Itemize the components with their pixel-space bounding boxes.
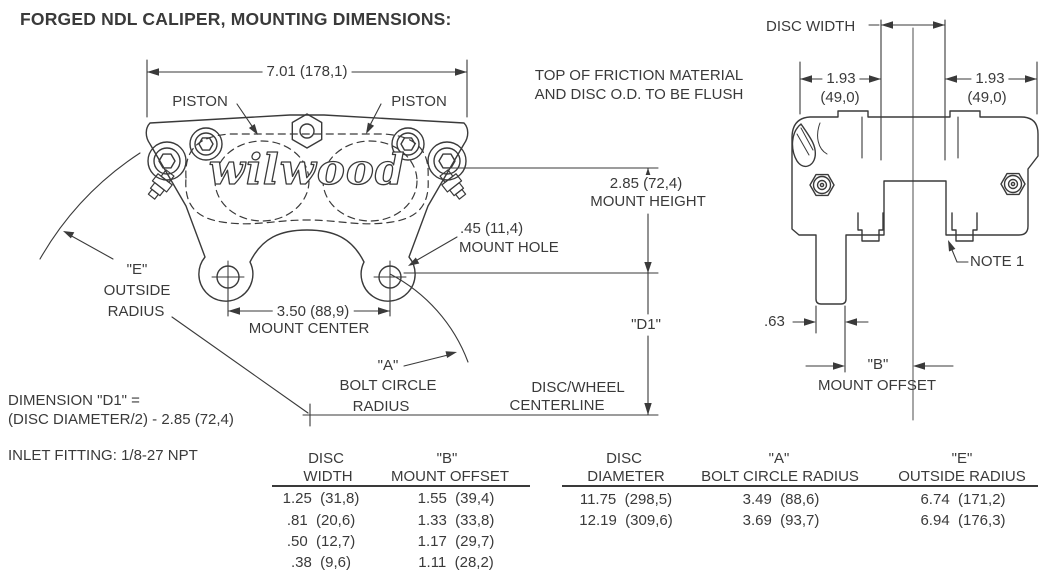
bolt-circle-radius-cell: 3.49 (88,6) — [742, 491, 820, 508]
mount-center-value: 3.50 (88,9) — [272, 303, 354, 321]
pad-retainer-tab — [857, 212, 884, 242]
dimension-arrowheads — [63, 68, 652, 415]
centerline-label-line1: DISC/WHEEL — [531, 379, 625, 396]
brake-pad-outline — [185, 133, 429, 225]
top-hex-nut — [291, 113, 323, 149]
disc-width-cell: .81 (20,6) — [286, 512, 356, 529]
column-header: DISC — [308, 450, 344, 467]
mount-offset-cell: 1.55 (39,4) — [417, 490, 495, 507]
d1-dimension-tag: "D1" — [627, 316, 665, 334]
left-pad-width-mm: (49,0) — [820, 89, 860, 106]
overall-width-dimension: 7.01 (178,1) — [262, 63, 352, 81]
mount-height-label: MOUNT HEIGHT — [586, 193, 710, 211]
mount-offset-cell: 1.17 (29,7) — [417, 533, 495, 550]
bleed-screw-left — [809, 173, 835, 197]
caliper-front-view-drawing: wilwood — [145, 113, 469, 302]
inlet-boss — [791, 123, 817, 168]
piston-outline — [214, 140, 310, 222]
column-header: "A" — [768, 450, 790, 467]
a-radius-label-line3: RADIUS — [352, 398, 410, 415]
piston-outline — [322, 140, 418, 222]
side-view-dimension-lines — [792, 19, 1038, 421]
bolt-circle-radius-cell: 3.69 (93,7) — [742, 512, 820, 529]
disc-width-cell: .50 (12,7) — [286, 533, 356, 550]
bleed-fitting-right — [439, 169, 467, 200]
left-pad-width-value: 1.93 — [822, 70, 860, 88]
mount-height-value: 2.85 (72,4) — [605, 175, 687, 193]
pad-retainer-tab — [951, 212, 978, 242]
d1-formula-line2: (DISC DIAMETER/2) - 2.85 (72,4) — [8, 411, 234, 428]
column-header: BOLT CIRCLE RADIUS — [701, 468, 859, 485]
column-header: OUTSIDE RADIUS — [898, 468, 1026, 485]
page-title: FORGED NDL CALIPER, MOUNTING DIMENSIONS: — [20, 9, 452, 29]
a-radius-label-line1: "A" — [377, 357, 399, 374]
piston-label-left: PISTON — [172, 93, 228, 110]
right-pad-width-value: 1.93 — [971, 70, 1009, 88]
b-offset-tag: "B" — [867, 356, 889, 373]
inlet-fitting-note: INLET FITTING: 1/8-27 NPT — [8, 447, 198, 464]
bleed-screw-right — [1000, 172, 1026, 196]
right-pad-width-mm: (49,0) — [967, 89, 1007, 106]
outside-radius-cell: 6.94 (176,3) — [920, 512, 1006, 529]
e-radius-label-line3: RADIUS — [107, 303, 165, 320]
wilwood-logo: wilwood — [209, 145, 406, 194]
lug-width-value: .63 — [764, 313, 785, 330]
dimension-arrowheads — [800, 21, 1037, 370]
column-header: "B" — [436, 450, 458, 467]
disc-diameter-cell: 12.19 (309,6) — [579, 512, 673, 529]
caliper-side-view-drawing — [791, 110, 1039, 305]
column-header: DISC — [606, 450, 642, 467]
mount-hole-value: .45 (11,4) — [460, 220, 524, 237]
centerline-label-line2: CENTERLINE — [509, 397, 605, 414]
mount-offset-cell: 1.33 (33,8) — [417, 512, 495, 529]
table-rule — [272, 485, 530, 487]
flush-note-line2: AND DISC O.D. TO BE FLUSH — [534, 86, 744, 103]
mount-hole-right — [373, 260, 407, 294]
column-header: DIAMETER — [587, 468, 665, 485]
d1-formula-line1: DIMENSION "D1" = — [8, 392, 140, 409]
note1-label: NOTE 1 — [970, 253, 1025, 270]
mount-offset-cell: 1.11 (28,2) — [418, 554, 494, 571]
disc-width-cell: 1.25 (31,8) — [282, 490, 360, 507]
caliper-bolt — [147, 141, 187, 181]
b-offset-label: MOUNT OFFSET — [817, 377, 937, 394]
mount-center-label: MOUNT CENTER — [248, 320, 370, 337]
column-header: "E" — [951, 450, 973, 467]
disc-diameter-cell: 11.75 (298,5) — [579, 491, 673, 508]
outside-radius-cell: 6.74 (171,2) — [920, 491, 1006, 508]
e-radius-label-line2: OUTSIDE — [103, 282, 171, 299]
caliper-bolt — [427, 141, 467, 181]
disc-width-cell: .38 (9,6) — [290, 554, 352, 571]
e-radius-label-line1: "E" — [126, 261, 148, 278]
column-header: MOUNT OFFSET — [390, 468, 510, 485]
flush-note-line1: TOP OF FRICTION MATERIAL — [534, 67, 744, 84]
mount-hole-left — [211, 260, 245, 294]
disc-width-label: DISC WIDTH — [766, 18, 856, 35]
caliper-bolt — [189, 127, 223, 161]
column-header: WIDTH — [303, 468, 353, 485]
a-radius-label-line2: BOLT CIRCLE — [339, 377, 437, 394]
mount-hole-label: MOUNT HOLE — [459, 239, 559, 256]
bleed-fitting-left — [147, 169, 175, 200]
caliper-bolt — [391, 127, 425, 161]
table-rule — [562, 485, 1038, 487]
piston-label-right: PISTON — [391, 93, 447, 110]
